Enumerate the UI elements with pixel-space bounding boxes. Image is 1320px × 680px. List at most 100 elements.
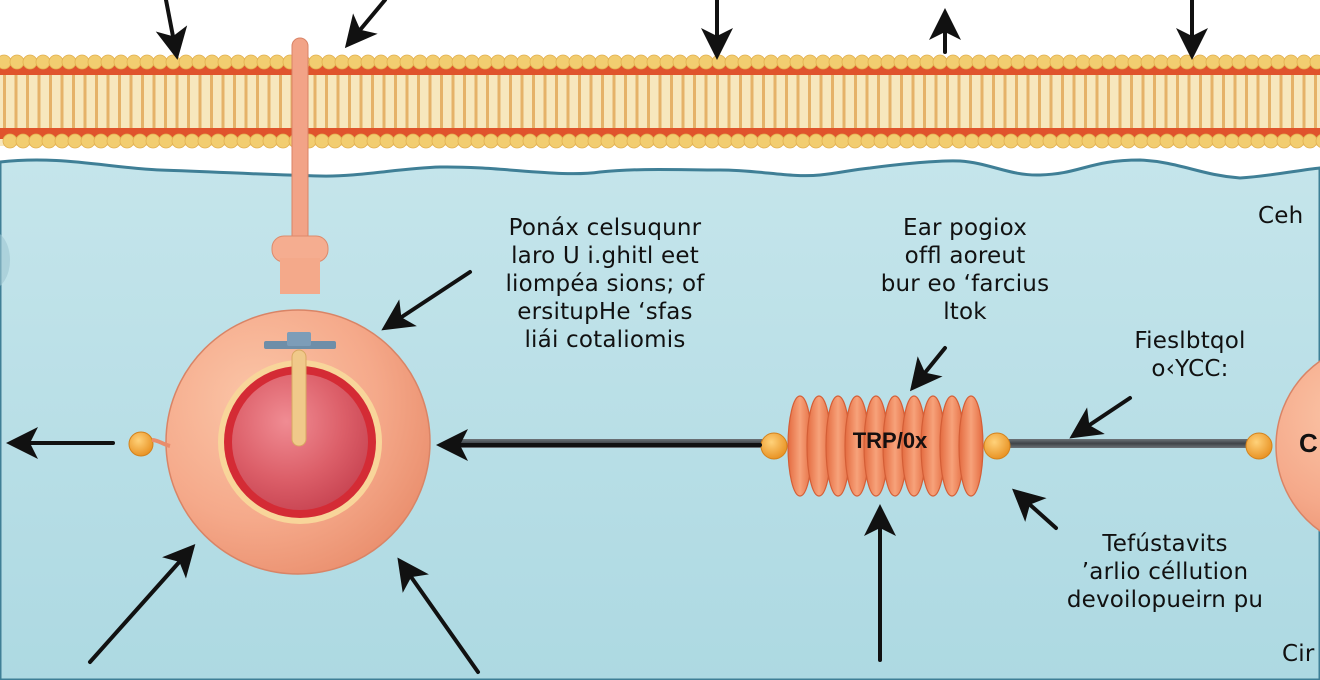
lipid-tail [451,74,455,130]
lipid-head [1211,133,1227,149]
lipid-heads-top [0,54,1320,70]
left-organelle [128,309,431,575]
lipid-head [984,54,1000,70]
lipid-head [542,54,558,70]
lipid-head [1055,133,1071,149]
left-edge-shadow [0,234,10,286]
lipid-tail [1176,74,1179,130]
edge-label-bottom-right: Cir [1282,640,1320,668]
lipid-tail [555,74,558,130]
lipid-head [210,133,226,149]
lipid-head [204,54,220,70]
lipid-tail [359,74,363,130]
lipid-head [2,133,18,149]
lipid-head [28,133,44,149]
lipid-tail [1095,74,1099,130]
lipid-head [178,54,194,70]
lipid-head [704,133,720,149]
coil-bead-left [760,432,788,460]
organelle-note-line: ersitupHe ‘sfas [517,299,693,325]
lipid-tail [221,74,225,130]
lipid-head [61,54,77,70]
left-organelle-bead [128,431,154,457]
lipid-tail [49,74,52,130]
lipid-head [1276,133,1292,149]
organelle-note-line: Ponáx celsuqunr [508,215,702,241]
lipid-tail [1245,74,1248,130]
lipid-head [490,54,506,70]
lipid-head [360,54,376,70]
lipid-head [1003,133,1019,149]
lipid-tail [992,74,995,130]
lipid-head [347,54,363,70]
lipid-head [327,133,343,149]
lipid-tail [647,74,650,130]
lipid-head [438,54,454,70]
trp-channel-label: TRP/0x [852,428,928,453]
lipid-head [54,133,70,149]
lipid-head [431,133,447,149]
lipid-head [906,54,922,70]
channel-note-line: Ear pogiox [902,215,1028,241]
lipid-head [1257,54,1273,70]
lipid-head [574,133,590,149]
lipid-head [171,133,187,149]
lipid-head [269,54,285,70]
lipid-head [756,133,772,149]
lipid-head [139,54,155,70]
lipid-tail [601,74,604,130]
trp-channel-coil [787,395,984,497]
lipid-head [1263,133,1279,149]
lipid-head [665,133,681,149]
lipid-head [730,133,746,149]
lipid-head [262,133,278,149]
lipid-head [594,54,610,70]
lipid-head [1166,54,1182,70]
lipid-head [1146,133,1162,149]
lipid-tail [1003,74,1007,130]
lipid-head [659,54,675,70]
lipid-head [184,133,200,149]
lipid-head [1127,54,1143,70]
edge-label-line: Ceh [1258,203,1304,229]
lipid-head [587,133,603,149]
arrow-to-linker [1069,396,1132,439]
lipid-head [782,133,798,149]
lipid-head [977,133,993,149]
lipid-head [1081,133,1097,149]
channel-note: Ear pogiox ofﬂ aoreut bur eo ‘farcius lt… [840,214,1090,326]
lipid-tail [773,74,777,130]
lipid-head [737,54,753,70]
lipid-head [1283,54,1299,70]
lipid-head [1062,54,1078,70]
lipid-head [503,54,519,70]
lipid-tail [26,74,29,130]
lipid-head [74,54,90,70]
lipid-tail [313,74,317,130]
lipid-head [652,133,668,149]
lipid-head [1224,133,1240,149]
lipid-head [633,54,649,70]
lipid-head [639,133,655,149]
lipid-head [912,133,928,149]
lipid-tail [842,74,846,130]
lipid-head [561,133,577,149]
lipid-tail [1187,74,1191,130]
lipid-tail [658,74,662,130]
lipid-head [392,133,408,149]
lipid-tail [1118,74,1122,130]
lipid-tail [325,74,328,130]
lipid-head [321,54,337,70]
lipid-head [1198,133,1214,149]
lipid-tail [175,74,179,130]
lipid-tail [256,74,259,130]
lipid-tail [405,74,409,130]
lipid-tail [348,74,351,130]
lipid-tail [681,74,685,130]
lipid-head [100,54,116,70]
lipid-head [555,54,571,70]
lipid-head [516,54,532,70]
lipid-tail [72,74,75,130]
lipid-tail [693,74,696,130]
arrow-bottom-left [88,544,196,664]
